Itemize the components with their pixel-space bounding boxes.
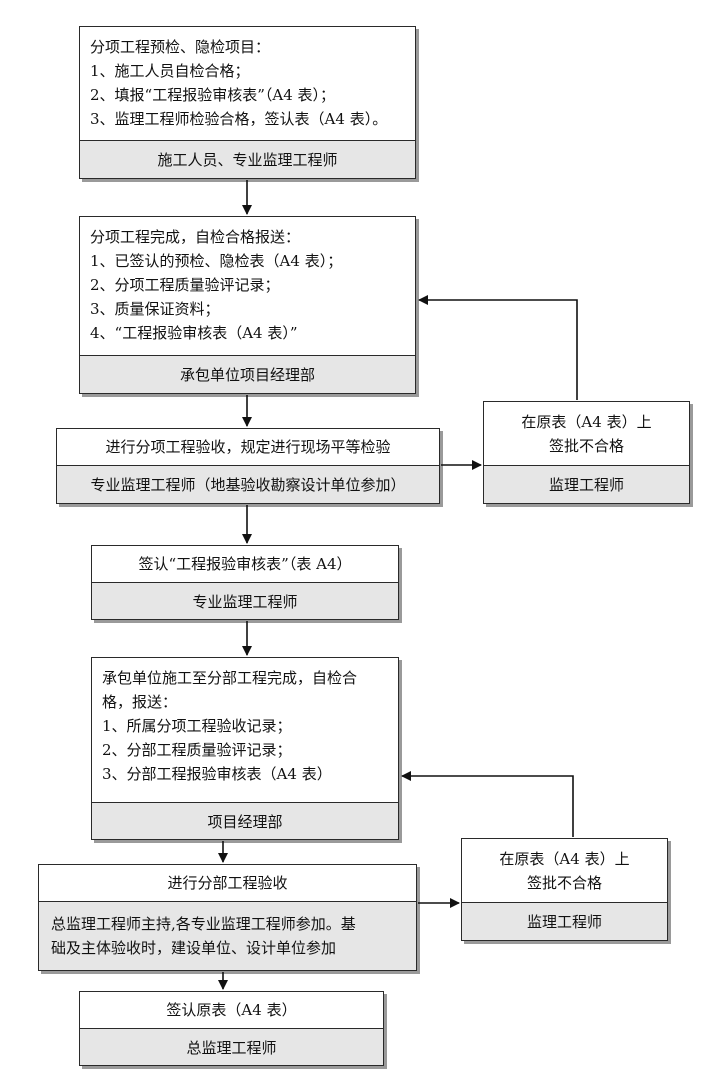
step-division-complete: 承包单位施工至分部工程完成，自检合 格，报送： 1、所属分项工程验收记录； 2、… <box>91 657 399 840</box>
step-text-line: 签批不合格 <box>548 436 624 455</box>
step-sign-division-body: 签认原表（A4 表） <box>80 992 383 1028</box>
step-text-line: 格，报送： <box>102 693 178 711</box>
step-text-line: 签认“工程报验审核表”（表 A4） <box>138 555 352 573</box>
step-reject-division-body: 在原表（A4 表）上 签批不合格 <box>462 839 667 902</box>
step-text-line: 2、填报“工程报验审核表”（A4 表）； <box>90 86 336 104</box>
step-subitem-precheck-body: 分项工程预检、隐检项目： 1、施工人员自检合格； 2、填报“工程报验审核表”（A… <box>80 27 415 140</box>
step-division-acceptance-body: 进行分部工程验收 <box>39 865 416 901</box>
step-text-line: 2、分项工程质量验评记录； <box>90 276 280 294</box>
step-text-line: 1、所属分项工程验收记录； <box>102 717 292 735</box>
step-text-line: 2、分部工程质量验评记录； <box>102 741 292 759</box>
step-sign-division: 签认原表（A4 表） 总监理工程师 <box>79 991 384 1066</box>
step-role-label: 承包单位项目经理部 <box>80 355 415 393</box>
step-role-label: 监理工程师 <box>484 465 689 503</box>
step-role-label: 总监理工程师主持,各专业监理工程师参加。基 础及主体验收时，建设单位、设计单位参… <box>39 901 416 970</box>
step-reject-subitem: 在原表（A4 表）上 签批不合格 监理工程师 <box>483 401 690 504</box>
step-role-label: 专业监理工程师（地基验收勘察设计单位参加） <box>57 465 439 503</box>
step-text-line: 分项工程预检、隐检项目： <box>90 38 271 56</box>
step-subitem-acceptance-body: 进行分项工程验收，规定进行现场平等检验 <box>57 429 439 465</box>
step-text-line: 3、监理工程师检验合格，签认表（A4 表）。 <box>90 110 388 128</box>
step-text-line: 签认原表（A4 表） <box>166 1001 297 1019</box>
step-role-label: 专业监理工程师 <box>92 582 398 619</box>
step-text-line: 1、已签认的预检、隐检表（A4 表）； <box>90 252 343 270</box>
step-text-line: 1、施工人员自检合格； <box>90 62 250 80</box>
step-text-line: 进行分项工程验收，规定进行现场平等检验 <box>105 438 391 456</box>
step-text-line: 进行分部工程验收 <box>167 874 288 892</box>
step-text-line: 承包单位施工至分部工程完成，自检合 <box>102 669 358 687</box>
step-role-line: 础及主体验收时，建设单位、设计单位参加 <box>51 939 337 957</box>
step-role-label: 监理工程师 <box>462 902 667 940</box>
step-text-line: 4、“工程报验审核表（A4 表）” <box>90 324 298 342</box>
step-text-line: 在原表（A4 表）上 <box>521 412 652 431</box>
step-reject-division: 在原表（A4 表）上 签批不合格 监理工程师 <box>461 838 668 941</box>
step-text-line: 3、分部工程报验审核表（A4 表） <box>102 765 332 783</box>
step-subitem-complete-body: 分项工程完成，自检合格报送： 1、已签认的预检、隐检表（A4 表）； 2、分项工… <box>80 217 415 355</box>
step-division-acceptance: 进行分部工程验收 总监理工程师主持,各专业监理工程师参加。基 础及主体验收时，建… <box>38 864 417 971</box>
step-text-line: 分项工程完成，自检合格报送： <box>90 228 301 246</box>
step-sign-subitem: 签认“工程报验审核表”（表 A4） 专业监理工程师 <box>91 545 399 620</box>
step-division-complete-body: 承包单位施工至分部工程完成，自检合 格，报送： 1、所属分项工程验收记录； 2、… <box>92 658 398 802</box>
step-role-label: 总监理工程师 <box>80 1028 383 1065</box>
arrow-return-2 <box>401 771 574 837</box>
step-text-line: 签批不合格 <box>526 873 602 892</box>
step-reject-subitem-body: 在原表（A4 表）上 签批不合格 <box>484 402 689 465</box>
step-subitem-acceptance: 进行分项工程验收，规定进行现场平等检验 专业监理工程师（地基验收勘察设计单位参加… <box>56 428 440 504</box>
step-text-line: 3、质量保证资料； <box>90 300 220 318</box>
step-role-line: 总监理工程师主持,各专业监理工程师参加。基 <box>51 915 356 933</box>
step-sign-subitem-body: 签认“工程报验审核表”（表 A4） <box>92 546 398 582</box>
step-role-label: 施工人员、专业监理工程师 <box>80 140 415 178</box>
step-subitem-precheck: 分项工程预检、隐检项目： 1、施工人员自检合格； 2、填报“工程报验审核表”（A… <box>79 26 416 179</box>
step-role-label: 项目经理部 <box>92 802 398 839</box>
step-subitem-complete: 分项工程完成，自检合格报送： 1、已签认的预检、隐检表（A4 表）； 2、分项工… <box>79 216 416 394</box>
arrow-return-1 <box>418 295 578 400</box>
step-text-line: 在原表（A4 表）上 <box>499 849 630 868</box>
